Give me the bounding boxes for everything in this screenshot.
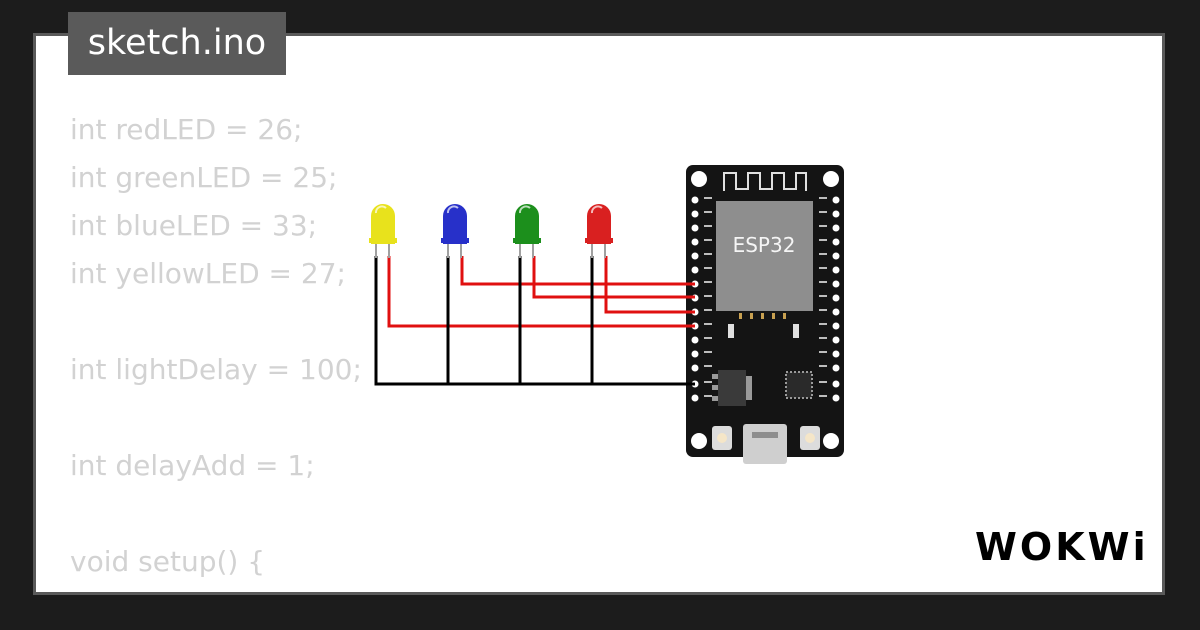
- code-line: int lightDelay = 100;: [70, 353, 362, 386]
- right-pin-header: [832, 196, 840, 402]
- led-red: [585, 204, 613, 258]
- en-button: [712, 426, 732, 450]
- file-tab: sketch.ino: [68, 12, 286, 75]
- usb-port: [743, 424, 787, 464]
- led-green: [513, 204, 541, 258]
- code-line: int blueLED = 33;: [70, 209, 318, 242]
- mounting-hole: [691, 171, 707, 187]
- code-line: int yellowLED = 27;: [70, 257, 346, 290]
- code-line: int delayAdd = 1;: [70, 449, 315, 482]
- preview-frame: int redLED = 26; int greenLED = 25; int …: [33, 33, 1165, 595]
- mounting-hole: [823, 171, 839, 187]
- wokwi-logo: WOKWi: [975, 525, 1149, 569]
- code-preview: int redLED = 26; int greenLED = 25; int …: [70, 106, 392, 592]
- wire-red-d26: [604, 256, 695, 314]
- antenna-trace: [723, 172, 807, 191]
- code-line: int redLED = 26;: [70, 113, 303, 146]
- code-line: int greenLED = 25;: [70, 161, 338, 194]
- esp32-module: [716, 201, 813, 311]
- voltage-regulator: [712, 370, 752, 406]
- esp32-board: ESP32: [686, 165, 844, 464]
- ground-wires: [374, 256, 695, 386]
- esp32-label: ESP32: [733, 233, 796, 257]
- led-yellow: [369, 204, 397, 258]
- usb-chip: [785, 371, 813, 399]
- wire-gnd: [374, 256, 695, 386]
- code-line: void setup() {: [70, 545, 266, 578]
- led-blue: [441, 204, 469, 258]
- wire-yellow-d27: [387, 256, 695, 328]
- mounting-hole: [823, 433, 839, 449]
- wire-blue-d33: [460, 256, 695, 286]
- signal-wires: [387, 256, 695, 328]
- boot-button: [800, 426, 820, 450]
- wire-green-d25: [532, 256, 695, 299]
- mounting-hole: [691, 433, 707, 449]
